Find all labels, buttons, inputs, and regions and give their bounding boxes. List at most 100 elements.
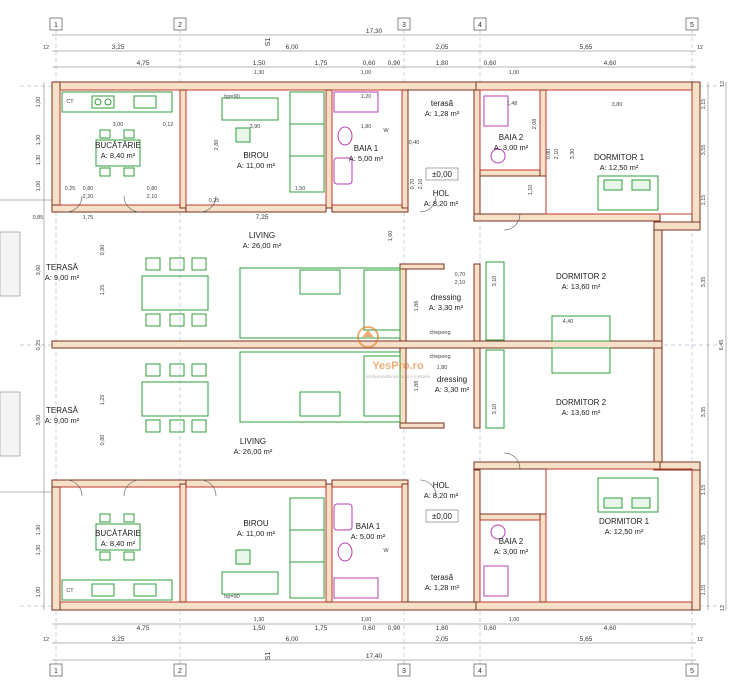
room-name-bedroom2-bottom: DORMITOR 2 xyxy=(556,398,607,407)
axis-label-bottom-2: 2 xyxy=(178,668,182,675)
dim-left-4: 3,60 xyxy=(36,265,42,276)
idim-1: 0,12 xyxy=(163,122,174,128)
level-marks: ±0,00 ±0,00 xyxy=(425,167,459,523)
axis-label-top-5: 5 xyxy=(690,22,694,29)
idim-11: 1,80 xyxy=(361,124,372,130)
room-name-bath2-top: BAIA 2 xyxy=(499,133,524,142)
room-area-terrace-bottom: A: 9,00 m² xyxy=(45,416,80,425)
dim-bot-r2-3: 0,60 xyxy=(363,625,376,632)
idim-26: 1,60 xyxy=(388,231,394,242)
idim-15: 2,10 xyxy=(418,179,424,190)
room-name-terrace-small-top: terasă xyxy=(431,99,454,108)
room-name-bedroom1-bottom: DORMITOR 1 xyxy=(599,517,650,526)
room-name-living-top: LIVING xyxy=(249,231,275,240)
dim-right-1: 1,15 xyxy=(701,99,707,110)
room-area-terrace-small-top: A: 1,28 m² xyxy=(425,109,460,118)
dim-bot-r1-5: 12 xyxy=(697,637,703,643)
sill-label-office-bottom: hp=90 xyxy=(224,594,239,600)
dim-left-11: 1,30 xyxy=(36,525,42,536)
dim-top-total: 17,30 xyxy=(366,28,383,35)
dim-top-r3-0: 1,30 xyxy=(254,70,265,76)
dim-left-10: 0,80 xyxy=(100,435,106,446)
section-mark-top: S1 xyxy=(265,38,272,47)
dim-bot-r1-0: 12 xyxy=(43,637,49,643)
interior-walls-top xyxy=(51,89,661,342)
idim-9: 3,90 xyxy=(250,124,261,130)
idim-0: 3,00 xyxy=(113,122,124,128)
room-name-living-bottom: LIVING xyxy=(240,437,266,446)
room-name-terrace-top: TERASĂ xyxy=(46,263,79,272)
idim-8: 2,80 xyxy=(214,140,220,151)
room-name-office-top: BIROU xyxy=(243,151,269,160)
room-area-bath2-top: A: 3,00 m² xyxy=(494,143,529,152)
room-area-bath1-top: A: 5,00 m² xyxy=(349,154,384,163)
small-labels: CT CT chepeng chepeng hp=90 hp=90 W W xyxy=(66,94,450,600)
hatch-label-top: chepeng xyxy=(429,330,450,336)
dim-bot-r2-4: 0,90 xyxy=(388,625,401,632)
exterior-terraces xyxy=(0,199,52,493)
dim-left-8: 1,25 xyxy=(100,395,106,406)
room-area-bedroom2-bottom: A: 13,60 m² xyxy=(562,408,601,417)
room-name-office-bottom: BIROU xyxy=(243,519,269,528)
idim-10: 1,50 xyxy=(295,186,306,192)
room-name-bedroom1-top: DORMITOR 1 xyxy=(594,153,645,162)
level-mark-bottom: ±0,00 xyxy=(432,512,453,521)
idim-30: 3,10 xyxy=(492,404,498,415)
axis-label-bottom-1: 1 xyxy=(54,668,58,675)
idim-3: 0,80 xyxy=(83,186,94,192)
dim-top-r2-7: 4,60 xyxy=(604,60,617,67)
dim-top-r2-4: 0,90 xyxy=(388,60,401,67)
room-name-bedroom2-top: DORMITOR 2 xyxy=(556,272,607,281)
dim-bot-r2-7: 4,60 xyxy=(604,625,617,632)
dim-top-r2-5: 1,80 xyxy=(436,60,449,67)
room-area-hall-bottom: A: 8,20 m² xyxy=(424,491,459,500)
dim-right-10: 12 xyxy=(720,605,726,611)
idim-14: 0,70 xyxy=(410,179,416,190)
room-area-kitchen-top: A: 8,40 m² xyxy=(101,151,136,160)
inner-dimensions: 3,00 0,12 0,25 0,80 2,20 0,80 2,10 0,25 … xyxy=(33,94,623,414)
idim-4: 2,20 xyxy=(83,194,94,200)
dim-top-r1-0: 12 xyxy=(43,45,49,51)
idim-32: 2,10 xyxy=(455,280,466,286)
room-area-terrace-top: A: 9,00 m² xyxy=(45,273,80,282)
room-area-bedroom1-bottom: A: 12,50 m² xyxy=(605,527,644,536)
dim-bot-r1-1: 3,25 xyxy=(112,636,125,643)
idim-25: 0,85 xyxy=(33,215,44,221)
room-area-office-bottom: A: 11,00 m² xyxy=(237,529,276,538)
washer-label-top: W xyxy=(383,128,389,134)
dim-top-r2-0: 4,75 xyxy=(137,60,150,67)
room-name-hall-top: HOL xyxy=(433,189,450,198)
level-mark-top: ±0,00 xyxy=(432,170,453,179)
dim-left-3: 1,00 xyxy=(36,181,42,192)
dim-bot-r1-4: 5,65 xyxy=(580,636,593,643)
axis-markers-bottom: 1 2 3 4 5 S1 xyxy=(49,652,699,677)
room-name-bath2-bottom: BAIA 2 xyxy=(499,537,524,546)
dim-top-r1-4: 5,65 xyxy=(580,44,593,51)
dim-bot-r1-2: 6,00 xyxy=(286,636,299,643)
dim-top-r1-2: 6,00 xyxy=(286,44,299,51)
room-area-office-top: A: 11,00 m² xyxy=(237,161,276,170)
dim-left-7: 0,25 xyxy=(36,340,42,351)
room-name-kitchen-top: BUCĂTĂRIE xyxy=(95,141,141,150)
dimensions-bottom: 1,30 1,00 1,00 4,75 1,50 1,75 0,60 0,90 … xyxy=(43,617,703,661)
dim-bot-r2-0: 4,75 xyxy=(137,625,150,632)
room-name-bath1-top: BAIA 1 xyxy=(354,144,379,153)
dimensions-right: 12 1,15 3,55 1,15 3,35 6,45 3,35 1,15 3,… xyxy=(701,81,727,611)
dim-right-3: 1,15 xyxy=(701,195,707,206)
room-area-bath1-bottom: A: 5,00 m² xyxy=(351,532,386,541)
room-name-dressing-bottom: dressing xyxy=(437,375,467,384)
dimensions-left: 1,00 1,30 1,30 1,00 3,60 1,25 0,80 0,25 … xyxy=(36,82,106,610)
axis-label-top-1: 1 xyxy=(54,22,58,29)
dim-bot-r2-6: 0,60 xyxy=(484,625,497,632)
room-area-dressing-bottom: A: 3,30 m² xyxy=(435,385,470,394)
axis-markers-top: 1 2 3 4 5 S1 xyxy=(49,17,699,47)
sill-label-office-top: hp=90 xyxy=(224,94,239,100)
dim-bot-r2-5: 1,80 xyxy=(436,625,449,632)
axis-label-bottom-5: 5 xyxy=(690,668,694,675)
room-area-bath2-bottom: A: 3,00 m² xyxy=(494,547,529,556)
dim-bot-r3-1: 1,00 xyxy=(361,617,372,623)
room-name-terrace-bottom: TERASĂ xyxy=(46,406,79,415)
dim-top-r1-1: 3,25 xyxy=(112,44,125,51)
dim-right-5: 6,45 xyxy=(719,340,725,351)
idim-23: 7,25 xyxy=(256,214,269,221)
